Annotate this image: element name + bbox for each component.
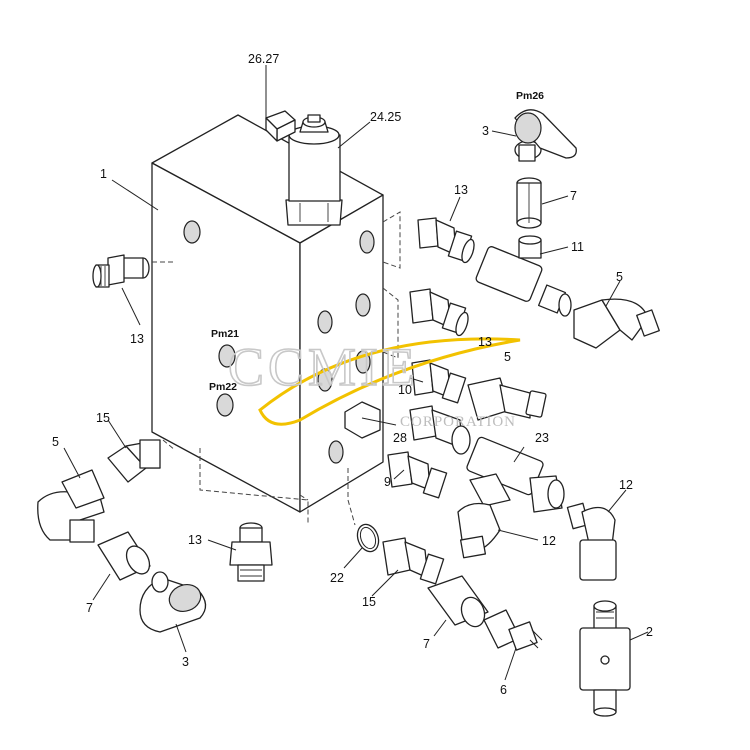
fitting-10: [411, 359, 467, 404]
watermark-text: CCMIE: [228, 337, 419, 397]
callout-3-bottom: 3: [182, 655, 189, 669]
label-pm21: Pm21: [211, 328, 239, 340]
elbow-5-left: [37, 469, 105, 543]
callout-5-left: 5: [52, 435, 59, 449]
callout-15-left: 15: [96, 411, 110, 425]
test-point-left: [139, 571, 207, 633]
watermark-logo: CCMIE CORPORATION: [227, 336, 521, 430]
callout-1: 1: [100, 167, 107, 181]
leader-lines: [63, 65, 649, 681]
callout-22: 22: [330, 571, 344, 585]
callout-11: 11: [571, 240, 584, 254]
valve-block: [151, 114, 384, 513]
cartridge-valve: [285, 114, 343, 226]
tee-11: [475, 235, 572, 317]
plug-top: [265, 110, 296, 142]
label-pm26: Pm26: [516, 90, 544, 102]
callout-2: 2: [646, 625, 653, 639]
callout-7-left: 7: [86, 601, 93, 615]
callout-28: 28: [393, 431, 407, 445]
callout-12-right: 12: [619, 478, 633, 492]
callout-9: 9: [384, 475, 391, 489]
sensor-6: [483, 609, 543, 651]
elbow-12-center: [457, 502, 501, 559]
fitting-15-right: [382, 537, 445, 585]
elbow-5-right: [573, 298, 660, 349]
callout-15-right: 15: [362, 595, 376, 609]
tee-23: [466, 436, 565, 513]
callout-labels: 1 26.27 24.25 Pm26 3 13 7 11 5 13 Pm21 P…: [52, 52, 653, 697]
fitting-13-upper-right: [417, 217, 475, 264]
check-valve-2: [579, 600, 631, 717]
adapter-7-left: [97, 531, 151, 581]
fitting-13-bottom: [229, 522, 273, 582]
assembly-lines: [152, 211, 401, 526]
callout-26-27: 26.27: [248, 52, 279, 66]
connector-28: [344, 401, 471, 455]
callout-13-top: 13: [454, 183, 468, 197]
o-ring-22: [356, 523, 380, 553]
callout-3-top: 3: [482, 124, 489, 138]
fitting-13-left: [92, 254, 150, 288]
watermark-swoosh: [258, 337, 521, 426]
callout-5-center: 5: [504, 350, 511, 364]
callout-13-mid: 13: [478, 335, 492, 349]
callout-23: 23: [535, 431, 549, 445]
callout-7-top: 7: [570, 189, 577, 203]
callout-10: 10: [398, 383, 412, 397]
callout-7-bottom: 7: [423, 637, 430, 651]
callout-13-bottom: 13: [188, 533, 202, 547]
callout-24-25: 24.25: [370, 110, 401, 124]
adapter-7-bottom: [427, 575, 489, 628]
fitting-15-left: [107, 439, 161, 483]
watermark-subtitle: CORPORATION: [400, 414, 516, 430]
fitting-9: [387, 451, 448, 499]
adapter-7-top: [516, 177, 542, 229]
callout-5-right: 5: [616, 270, 623, 284]
callout-6: 6: [500, 683, 507, 697]
elbow-5-center: [467, 377, 547, 421]
fitting-13-mid-right: [409, 288, 469, 337]
test-point-pm26: [514, 109, 577, 162]
label-pm22: Pm22: [209, 381, 237, 393]
callout-12-center: 12: [542, 534, 556, 548]
callout-13-left: 13: [130, 332, 144, 346]
elbow-12-right: [566, 502, 617, 581]
